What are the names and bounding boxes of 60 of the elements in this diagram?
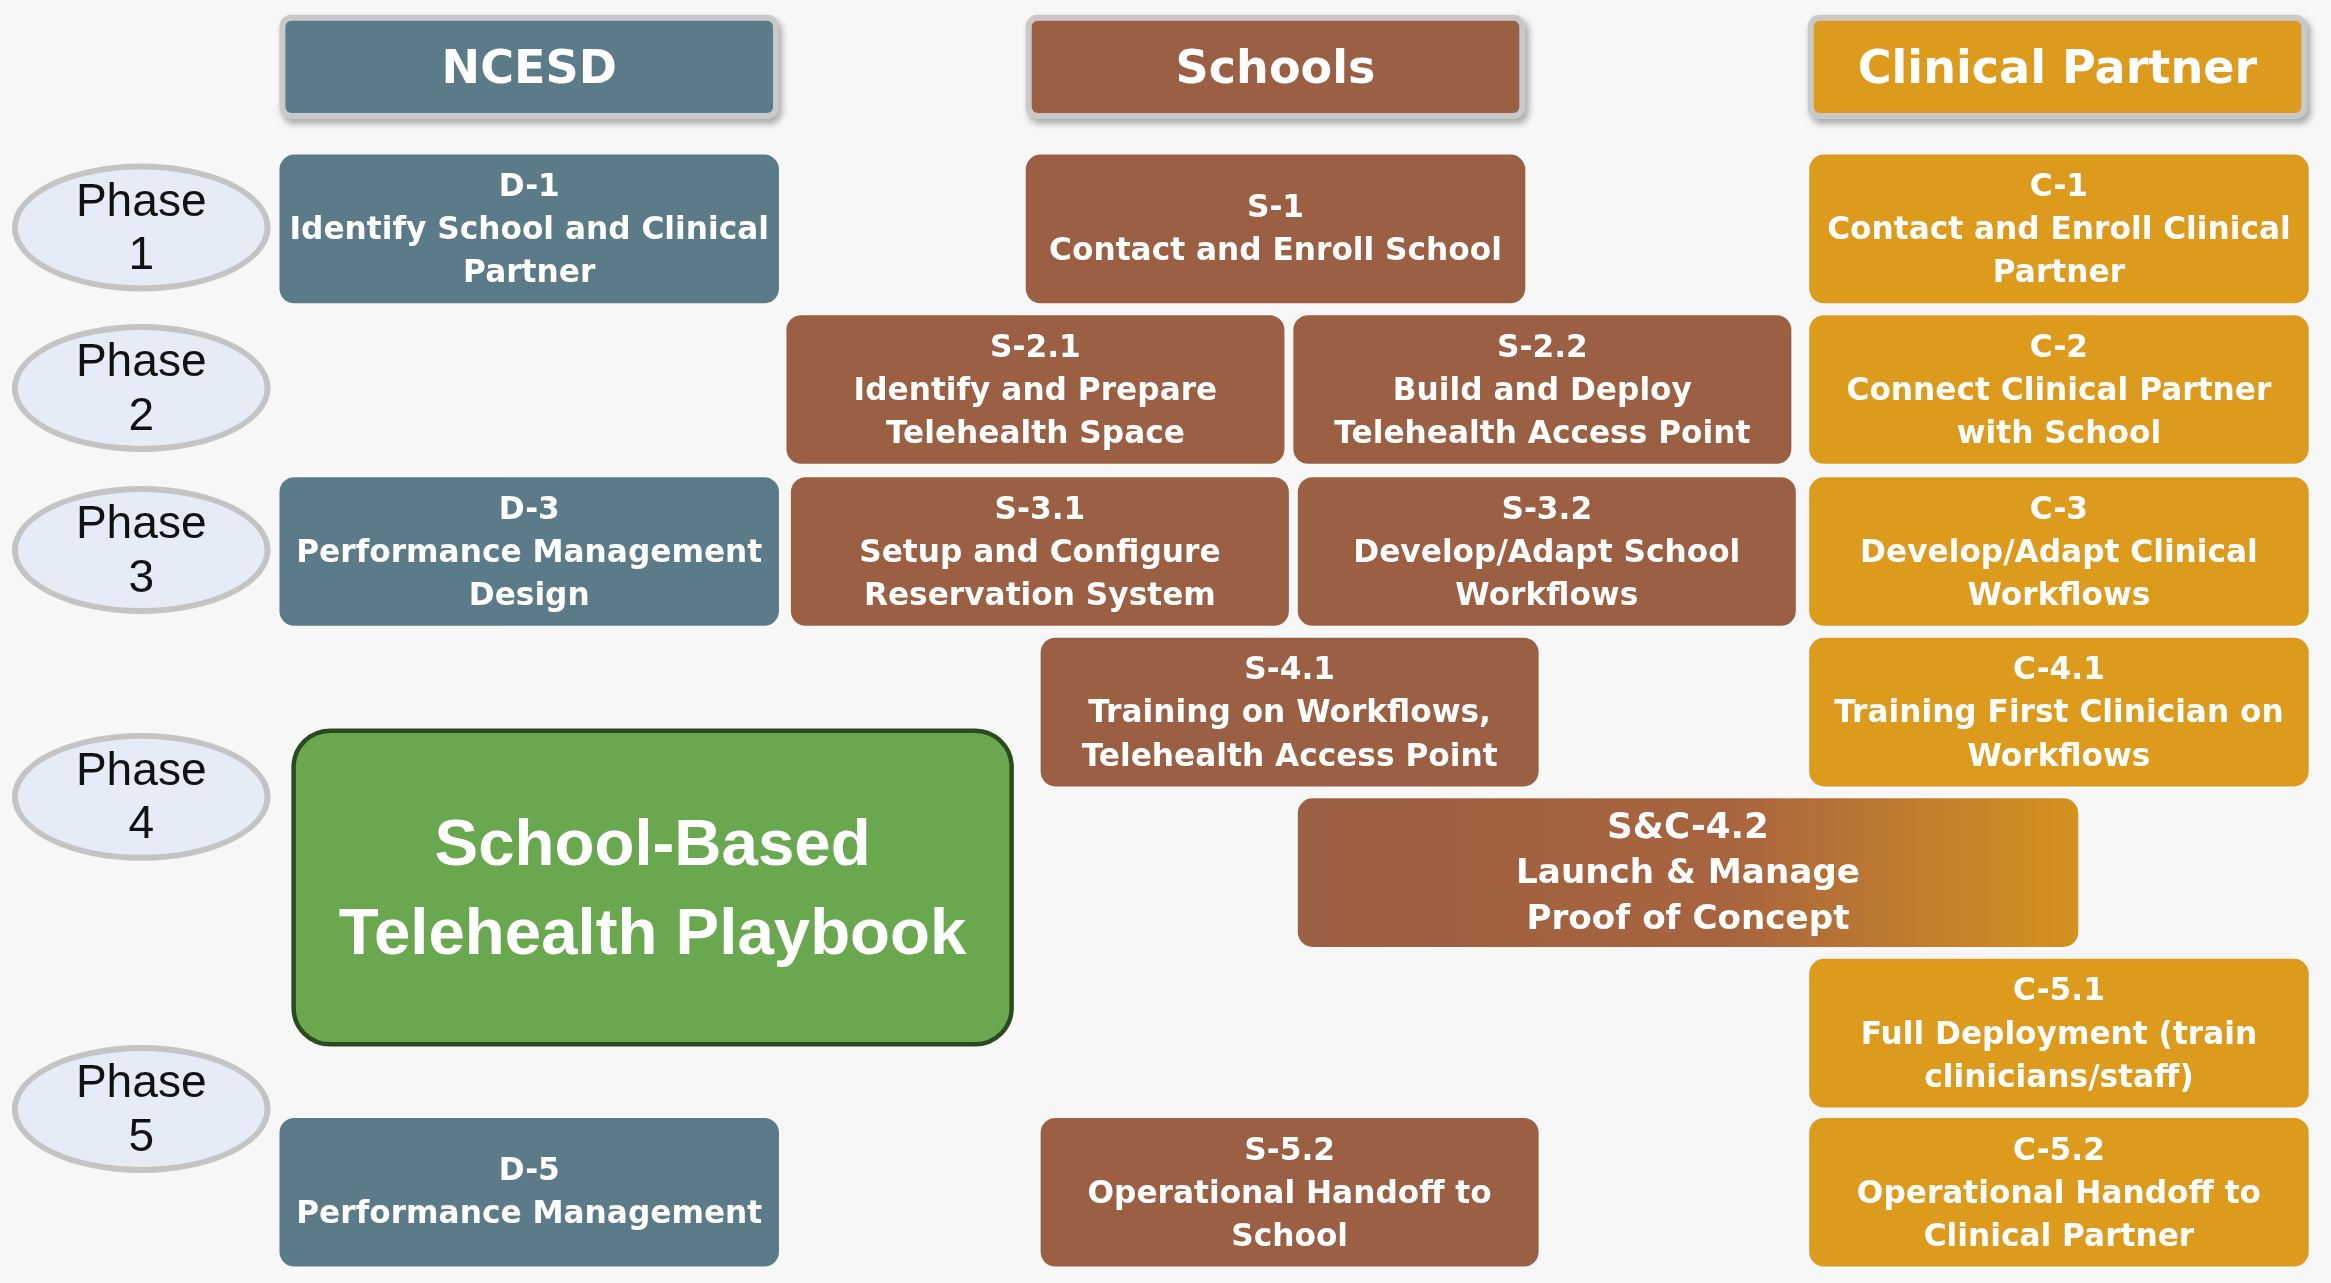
task-card [279, 154, 779, 304]
task-code: S&C-4.2 [1607, 805, 1769, 849]
task-card [1809, 154, 2309, 304]
task-code: C-4.1 [2013, 649, 2105, 689]
task-card [1025, 154, 1526, 304]
phase-label: Phase 2 [74, 334, 208, 442]
task-title: Contact and Enroll School [1049, 230, 1502, 270]
task-title: Operational Handoff to School [1086, 1172, 1493, 1255]
task-code: C-3 [2029, 488, 2089, 528]
task-code: C-2 [2029, 326, 2089, 366]
task-card [279, 477, 779, 626]
task-card [1040, 637, 1539, 787]
task-card [1809, 1117, 2309, 1267]
task-title: Performance Management Design [295, 531, 764, 614]
task-card [1809, 315, 2309, 464]
title-banner: School-Based Telehealth Playbook [291, 728, 1014, 1047]
phase-label: Phase 5 [74, 1055, 208, 1163]
lane-header: Clinical Partner [1807, 14, 2308, 119]
task-title: Identify School and Clinical Partner [288, 209, 770, 292]
task-card [1293, 315, 1792, 464]
task-card [1809, 477, 2309, 626]
task-title: Identify and Prepare Telehealth Space [852, 369, 1219, 452]
task-code: S-2.1 [990, 326, 1081, 366]
task-title: Training on Workflows, Telehealth Access Point [1080, 692, 1499, 775]
task-code: S-3.1 [994, 488, 1086, 528]
task-title: Develop/Adapt Clinical Workflows [1859, 531, 2259, 614]
lane-header: Schools [1025, 14, 1526, 119]
task-code: D-3 [498, 488, 560, 528]
task-title: Setup and Configure Reservation System [858, 531, 1222, 614]
task-card [786, 315, 1285, 464]
task-card [1040, 1117, 1539, 1267]
phase-label: Phase 4 [74, 743, 208, 851]
task-code: D-5 [498, 1151, 560, 1190]
lane-header: NCESD [279, 14, 779, 119]
task-title: Full Deployment (train clinicians/staff) [1859, 1013, 2259, 1096]
task-code: C-5.2 [2013, 1129, 2105, 1169]
task-code: S-1 [1246, 187, 1305, 227]
task-title: Build and Deploy Telehealth Access Point [1333, 369, 1752, 452]
task-code: D-1 [498, 166, 560, 205]
task-card [279, 1117, 779, 1267]
phase-label: Phase 1 [74, 173, 208, 281]
task-title: Training First Clinician on Workflows [1833, 692, 2285, 775]
phase-label: Phase 3 [74, 496, 208, 604]
task-title: Connect Clinical Partner with School [1845, 369, 2273, 452]
task-code: C-1 [2029, 166, 2089, 205]
task-card [1809, 958, 2309, 1108]
task-code: S-4.1 [1244, 649, 1335, 689]
task-code: S-5.2 [1244, 1129, 1335, 1169]
task-title: Operational Handoff to Clinical Partner [1855, 1172, 2263, 1255]
task-code: S-3.2 [1501, 488, 1593, 528]
task-card [1297, 798, 2079, 947]
task-code: C-5.1 [2013, 970, 2105, 1010]
task-title: Develop/Adapt School Workflows [1352, 531, 1742, 614]
task-card [1809, 637, 2309, 787]
task-title: Performance Management [296, 1194, 763, 1233]
task-card [790, 477, 1289, 626]
task-title: Contact and Enroll Clinical Partner [1826, 209, 2292, 292]
task-code: S-2.2 [1496, 326, 1588, 366]
task-card [1297, 477, 1796, 626]
task-title: Launch & Manage Proof of Concept [1515, 850, 1861, 938]
